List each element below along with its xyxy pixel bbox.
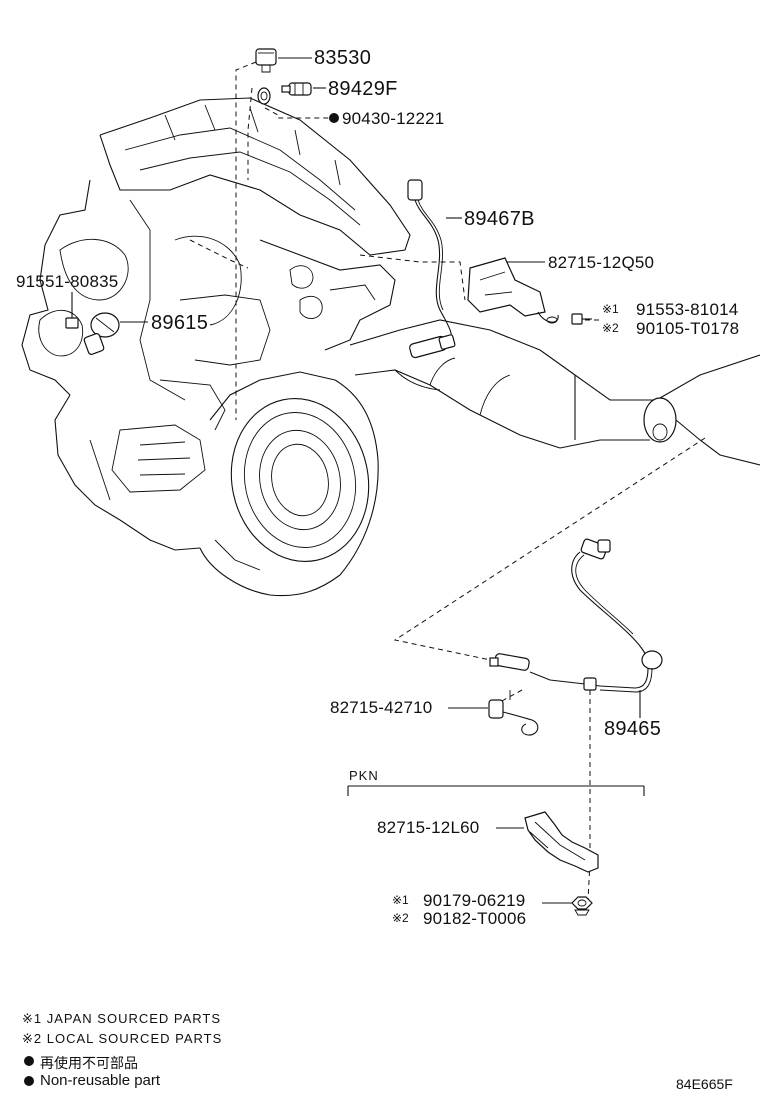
legend-japan-sourced: ※1 JAPAN SOURCED PARTS (22, 1011, 222, 1026)
label-90430-12221[interactable]: 90430-12221 (342, 109, 445, 128)
pkn-range (347, 785, 645, 796)
nonreusable-dot-90430 (329, 113, 339, 123)
label-82715-42710[interactable]: 82715-42710 (330, 698, 433, 717)
exhaust-pipe (349, 319, 760, 466)
solid-leaders (71, 57, 641, 904)
engine-block (21, 97, 411, 597)
part-89615 (83, 312, 120, 355)
part-91553-bolt (571, 313, 592, 325)
label-89429F[interactable]: 89429F (328, 78, 398, 100)
part-89429F (281, 82, 312, 96)
part-82715-12Q50 (467, 257, 559, 324)
label-90105-T0178[interactable]: 90105-T0178 (636, 319, 740, 338)
legend-local-sourced: ※2 LOCAL SOURCED PARTS (22, 1031, 223, 1046)
label-82715-12L60[interactable]: 82715-12L60 (377, 818, 480, 837)
label-82715-12Q50[interactable]: 82715-12Q50 (548, 253, 655, 272)
mark-90179: ※1 (392, 893, 409, 907)
part-91551-bolt (65, 310, 79, 329)
part-82715-12L60 (524, 811, 599, 873)
label-90179-06219[interactable]: 90179-06219 (423, 891, 526, 910)
label-pkn: PKN (349, 768, 379, 783)
part-90430 (257, 87, 271, 105)
legend-dot-en (24, 1076, 34, 1086)
label-90182-T0006[interactable]: 90182-T0006 (423, 909, 527, 928)
legend-nonreusable-jp: 再使用不可部品 (40, 1055, 138, 1071)
label-91551-80835[interactable]: 91551-80835 (16, 272, 119, 291)
mark-90182: ※2 (392, 911, 409, 925)
part-90179-nut (571, 896, 593, 916)
label-89615[interactable]: 89615 (151, 312, 209, 334)
mark-91553: ※1 (602, 302, 619, 316)
diagram-code: 84E665F (676, 1076, 733, 1092)
label-91553-81014[interactable]: 91553-81014 (636, 300, 739, 319)
legend-nonreusable-en: Non-reusable part (40, 1072, 161, 1089)
part-83530 (255, 48, 277, 73)
label-89465[interactable]: 89465 (604, 718, 662, 740)
legend-dot-jp (24, 1056, 34, 1066)
mark-90105: ※2 (602, 321, 619, 335)
label-83530[interactable]: 83530 (314, 47, 372, 69)
part-89465 (489, 538, 663, 693)
leader-lines (189, 61, 706, 901)
part-82715-42710 (488, 690, 539, 736)
label-89467B[interactable]: 89467B (464, 208, 535, 230)
part-89467B (407, 179, 456, 359)
